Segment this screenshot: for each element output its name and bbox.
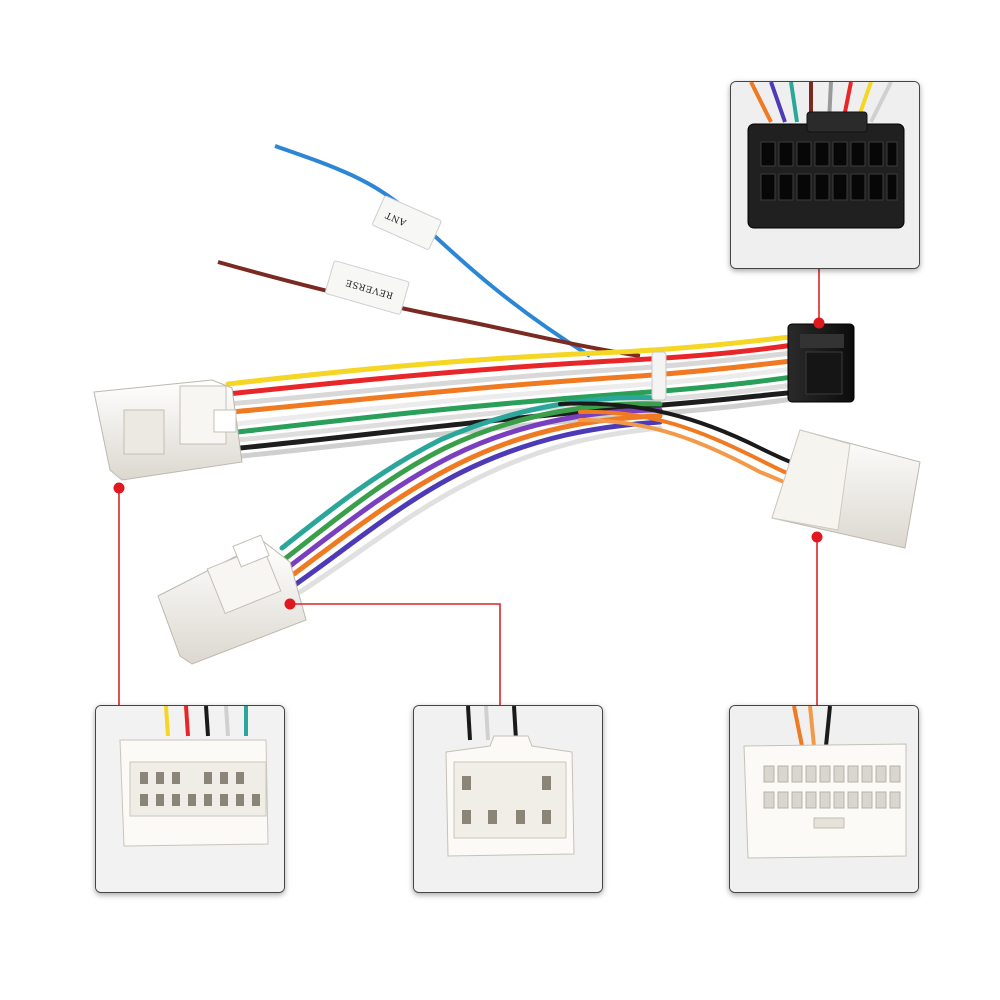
lower-white-connector: [157, 534, 307, 665]
callout-lines: [118, 268, 820, 705]
callout-dots: [113, 317, 825, 610]
ant-label-tag: ANT: [372, 195, 442, 250]
cable-tie: [651, 351, 667, 401]
inset-white-16-pin-closeup: [95, 705, 285, 893]
inset-white-8-pin-closeup: [413, 705, 603, 893]
inset-white-20-pin-closeup: [729, 705, 919, 893]
black-iso-connector: [787, 323, 855, 403]
white-16-pin-closeup-image: [96, 706, 284, 892]
antenna-wire: [274, 144, 592, 358]
left-white-connector: [93, 379, 243, 481]
white-20-pin-closeup-image: [730, 706, 918, 892]
inset-black-connector-closeup: [730, 81, 920, 269]
reverse-label-tag: REVERSE: [324, 260, 410, 315]
black-connector-closeup-image: [731, 82, 919, 268]
right-white-connector: [771, 429, 921, 549]
lower-wire-branch: [279, 395, 663, 595]
reverse-wire: [217, 260, 641, 358]
white-8-pin-closeup-image: [414, 706, 602, 892]
